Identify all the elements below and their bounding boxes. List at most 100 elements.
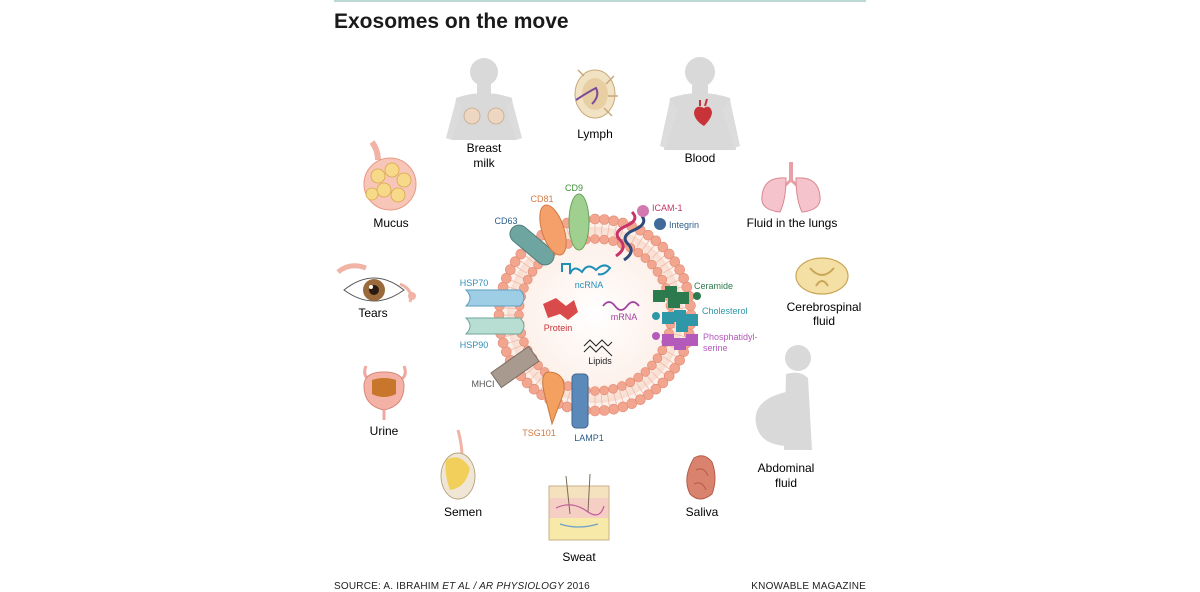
phosphatidylserine-cluster (652, 332, 698, 350)
membrane-tail (619, 390, 624, 403)
membrane-tail (512, 272, 524, 280)
membrane-tail (641, 240, 650, 251)
membrane-bead (663, 370, 675, 382)
membrane-bead (669, 362, 681, 374)
membrane-bead (599, 405, 610, 416)
label-semen: Semen (444, 505, 482, 519)
membrane-tail (566, 390, 571, 403)
membrane-bead (519, 283, 529, 293)
membrane-bead (642, 389, 654, 401)
membrane-tail (662, 356, 674, 364)
membrane-bead (497, 337, 509, 349)
membrane-bead (657, 274, 668, 285)
membrane-tail (613, 392, 617, 405)
label-lungs: Fluid in the lungs (747, 216, 838, 230)
label-protein: Protein (544, 323, 573, 333)
membrane-tail (646, 375, 656, 386)
exosome-vesicle (493, 213, 697, 417)
label-lamp1: LAMP1 (574, 433, 604, 443)
membrane-bead (509, 256, 521, 268)
membrane-bead (589, 405, 601, 417)
membrane-bead (674, 354, 686, 366)
membrane-tail (668, 279, 681, 285)
membrane-bead (563, 381, 573, 391)
label-tsg101: TSG101 (522, 428, 556, 438)
label-saliva: Saliva (686, 505, 719, 519)
bladder-icon (363, 365, 407, 420)
membrane-bead (657, 377, 669, 389)
membrane-bead (650, 235, 662, 247)
blood-figure (660, 57, 740, 150)
eye-icon (336, 263, 416, 303)
membrane-tail (524, 254, 535, 264)
membrane-bead (674, 264, 686, 276)
membrane-tail (641, 379, 650, 390)
mhci-protein (490, 345, 540, 389)
source-credit: SOURCE: A. IBRAHIM ET AL / AR PHYSIOLOGY… (334, 581, 590, 592)
membrane-bead (608, 236, 619, 246)
membrane-bead (561, 401, 573, 413)
membrane-bead (678, 272, 690, 284)
membrane-bead (599, 385, 610, 396)
membrane-bead (663, 248, 675, 260)
membrane-tail (607, 393, 610, 406)
membrane-tail (672, 333, 685, 337)
saliva-icon (686, 455, 716, 500)
tsg101-protein (542, 371, 565, 426)
membrane-bead (599, 214, 610, 225)
membrane-tail (509, 345, 522, 351)
membrane-bead (617, 381, 627, 391)
membrane-tail (507, 339, 520, 344)
protein-cargo (543, 298, 578, 320)
ceramide-cluster (653, 286, 701, 308)
hsp70-protein (464, 289, 525, 307)
label-breast-milk-1: Breast (467, 141, 502, 155)
label-ceramide: Ceramide (694, 281, 733, 291)
source-prefix: SOURCE: A. IBRAHIM (334, 581, 443, 592)
membrane-bead (504, 264, 516, 276)
membrane-tail (607, 224, 610, 237)
membrane-bead (589, 213, 601, 225)
cholesterol-cluster (652, 310, 698, 332)
membrane-bead (599, 234, 610, 245)
label-hsp70: HSP70 (460, 278, 489, 288)
label-csf-2: fluid (813, 314, 835, 328)
membrane-tail (509, 279, 522, 285)
membrane-bead (650, 383, 662, 395)
lipids-structure (583, 339, 613, 357)
membrane-tail (666, 272, 678, 280)
label-cholesterol: Cholesterol (702, 306, 748, 316)
membrane-tail (520, 260, 531, 269)
publisher-credit: KNOWABLE MAGAZINE (751, 581, 866, 592)
source-italic: ET AL / AR PHYSIOLOGY (442, 581, 564, 592)
membrane-bead (608, 383, 619, 394)
ncrna-strand (561, 263, 612, 276)
membrane-bead (527, 266, 538, 277)
breast-milk-figure (446, 58, 522, 140)
membrane-bead (633, 247, 644, 258)
membrane-tail (651, 371, 661, 381)
membrane-tail (516, 266, 528, 274)
spinal-cord-icon (795, 257, 849, 295)
membrane-tail (636, 236, 644, 248)
membrane-tail (659, 260, 670, 269)
membrane-bead (642, 229, 654, 241)
semen-icon (440, 429, 476, 500)
lungs-icon (761, 162, 821, 213)
label-cd9: CD9 (565, 183, 583, 193)
membrane-tail (655, 254, 666, 264)
membrane-bead (626, 398, 638, 410)
membrane-bead (617, 401, 629, 413)
label-urine: Urine (370, 424, 399, 438)
membrane-tail (662, 266, 674, 274)
label-phosphatidylserine-2: serine (703, 343, 728, 353)
label-blood: Blood (685, 151, 716, 165)
membrane-tail (659, 361, 670, 370)
membrane-bead (590, 234, 600, 244)
label-hsp90: HSP90 (460, 340, 489, 350)
cd63-protein (509, 224, 555, 266)
mucus-icon (363, 140, 417, 211)
icam1-integrin-helix (615, 205, 666, 262)
membrane-bead (640, 253, 651, 263)
membrane-bead (522, 274, 533, 285)
